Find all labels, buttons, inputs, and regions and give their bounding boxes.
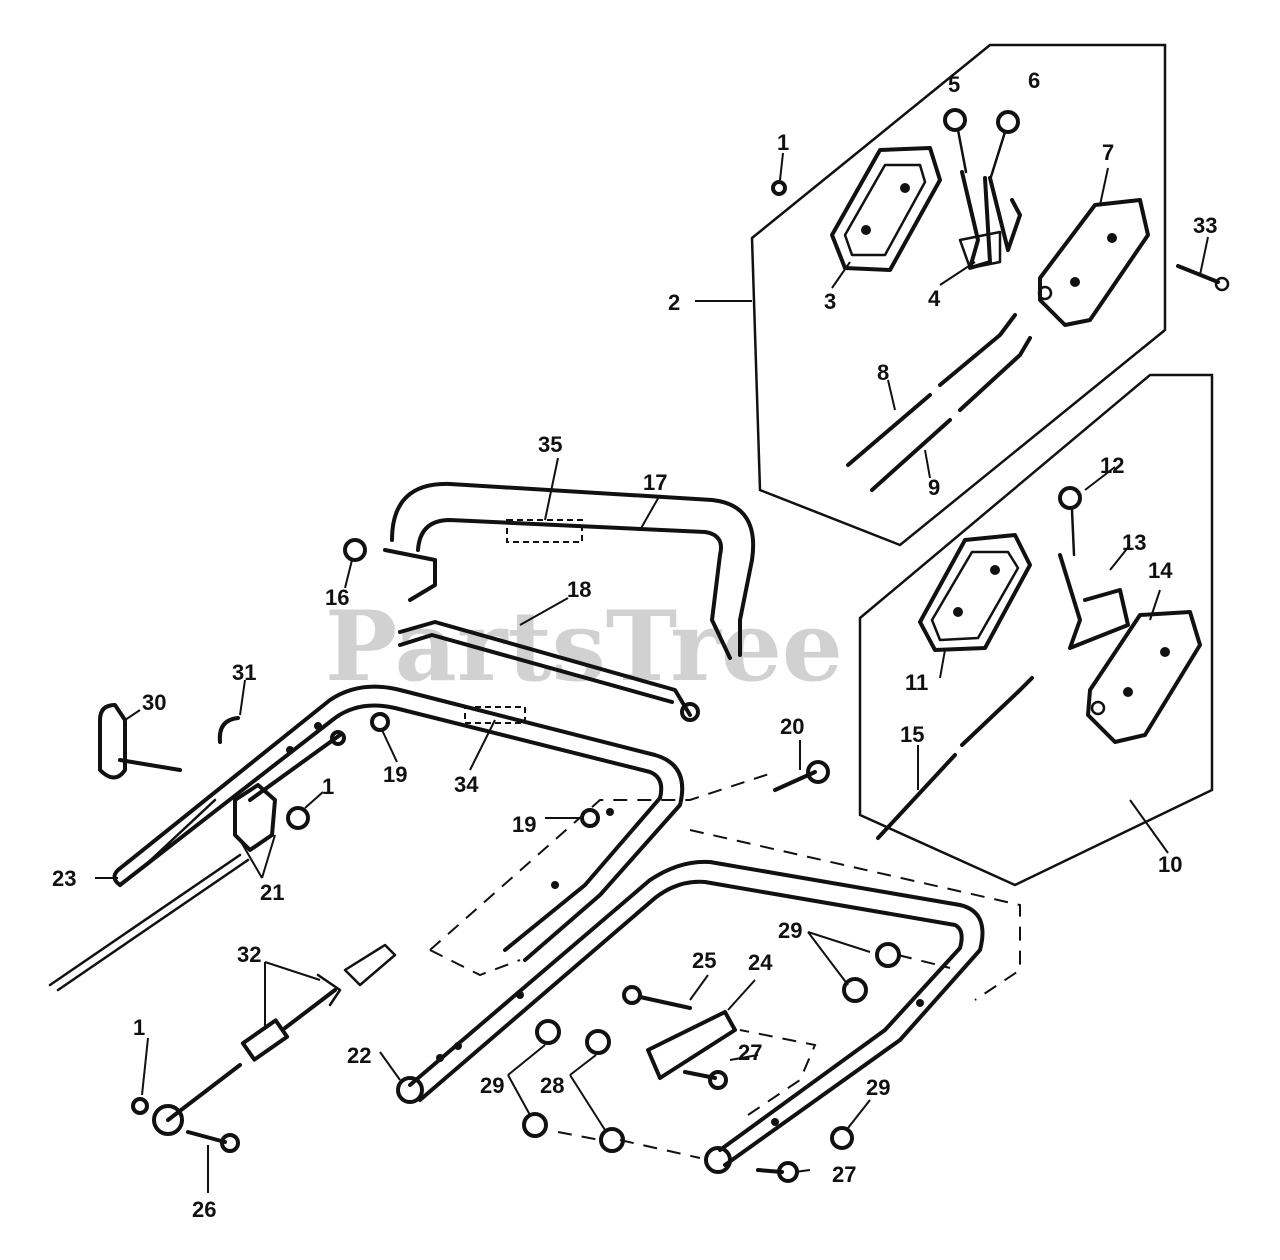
part-13-lever[interactable] [1058, 553, 1130, 650]
part-29-nut-c[interactable] [875, 942, 901, 968]
part-25-bolt[interactable] [622, 985, 692, 1010]
callout-21: 21 [260, 880, 284, 905]
callout-12: 12 [1100, 453, 1124, 478]
callout-13: 13 [1122, 530, 1146, 555]
part-9-cable[interactable] [870, 336, 1032, 492]
callout-5: 5 [948, 72, 960, 97]
part-26-bolt[interactable] [152, 1104, 240, 1153]
callout-3: 3 [824, 289, 836, 314]
part-19-nut-upper[interactable] [370, 712, 390, 732]
part-3-bracket-plate[interactable] [830, 146, 942, 272]
part-6-knob[interactable] [988, 110, 1020, 182]
callout-35: 35 [538, 432, 562, 457]
kit-2-outline [750, 43, 1167, 547]
part-24-bracket[interactable] [646, 1010, 737, 1080]
callout-15: 15 [900, 722, 924, 747]
callout-23: 23 [52, 866, 76, 891]
parts-tree-watermark: PartsTree [325, 590, 843, 703]
callout-4: 4 [928, 286, 941, 311]
callout-16: 16 [325, 585, 349, 610]
callout-27-upper: 27 [738, 1040, 762, 1065]
callout-10: 10 [1158, 852, 1182, 877]
part-21-control-bracket[interactable] [48, 730, 346, 992]
part-5-knob[interactable] [943, 108, 968, 174]
callout-31: 31 [232, 660, 256, 685]
callout-7: 7 [1102, 140, 1114, 165]
part-11-bracket-plate[interactable] [918, 533, 1032, 652]
callout-32: 32 [237, 942, 261, 967]
part-27-bolt-lower[interactable] [756, 1161, 799, 1183]
part-1-nut-bottom[interactable] [131, 1097, 149, 1115]
part-31-clip[interactable] [217, 716, 240, 744]
part-8-cable[interactable] [846, 313, 1017, 467]
callout-19-right: 19 [512, 812, 536, 837]
callout-18: 18 [567, 577, 591, 602]
callout-2: 2 [668, 290, 680, 315]
callout-1-mid: 1 [322, 774, 334, 799]
leader-lines [95, 152, 1209, 1193]
callout-19-upper: 19 [383, 762, 407, 787]
callout-labels: 1 2 3 4 5 6 7 8 9 10 11 12 13 14 15 16 1… [52, 68, 1217, 1222]
callout-29-upper-right: 29 [778, 918, 802, 943]
callout-30: 30 [142, 690, 166, 715]
callout-34: 34 [454, 772, 479, 797]
callout-6: 6 [1028, 68, 1040, 93]
part-20-bolt[interactable] [773, 760, 830, 792]
callout-22: 22 [347, 1043, 371, 1068]
part-32-cable-assembly[interactable] [166, 943, 397, 1122]
callout-29-left: 29 [480, 1073, 504, 1098]
kit-10-outline [858, 373, 1214, 887]
part-18-rod[interactable] [398, 620, 700, 722]
part-17-upper-handle[interactable] [383, 481, 756, 660]
callout-1-bottom: 1 [133, 1015, 145, 1040]
callout-24: 24 [748, 950, 773, 975]
callout-25: 25 [692, 948, 716, 973]
callout-11: 11 [905, 670, 928, 695]
part-33-screw[interactable] [1176, 264, 1230, 292]
callout-17: 17 [643, 470, 667, 495]
callout-33: 33 [1193, 213, 1217, 238]
part-4-lever-assembly[interactable] [958, 170, 1022, 270]
callout-20: 20 [780, 714, 804, 739]
assembly-guides [429, 771, 1021, 1159]
callout-29-lower-right: 29 [866, 1075, 890, 1100]
part-7-cover-plate[interactable] [1037, 198, 1150, 327]
part-15-cable[interactable] [876, 676, 1034, 840]
part-28-bushing-lower[interactable] [599, 1127, 625, 1153]
part-1-nut-mid[interactable] [286, 806, 310, 830]
part-30-handle-grip[interactable] [98, 703, 182, 780]
part-29-nut-a[interactable] [535, 1019, 561, 1045]
part-27-bolt-upper[interactable] [683, 1070, 728, 1090]
callout-14: 14 [1148, 558, 1173, 583]
part-16-nut[interactable] [343, 538, 367, 562]
part-19-nut-right[interactable] [580, 808, 600, 828]
part-22-lower-handle[interactable] [396, 859, 985, 1174]
callout-8: 8 [877, 360, 889, 385]
part-14-cover-plate[interactable] [1086, 610, 1202, 744]
callout-9: 9 [928, 475, 940, 500]
callout-28: 28 [540, 1073, 564, 1098]
part-12-knob[interactable] [1058, 486, 1082, 557]
part-23-handle-frame[interactable] [112, 684, 685, 962]
part-29-nut-d[interactable] [842, 977, 868, 1003]
callout-27-lower: 27 [832, 1162, 856, 1187]
part-28-bushing-upper[interactable] [585, 1029, 611, 1055]
part-29-nut-e[interactable] [830, 1126, 854, 1150]
callout-26: 26 [192, 1197, 216, 1222]
callout-1-top: 1 [777, 130, 789, 155]
part-29-nut-b[interactable] [522, 1112, 548, 1138]
part-1-nut-top[interactable] [771, 180, 787, 196]
